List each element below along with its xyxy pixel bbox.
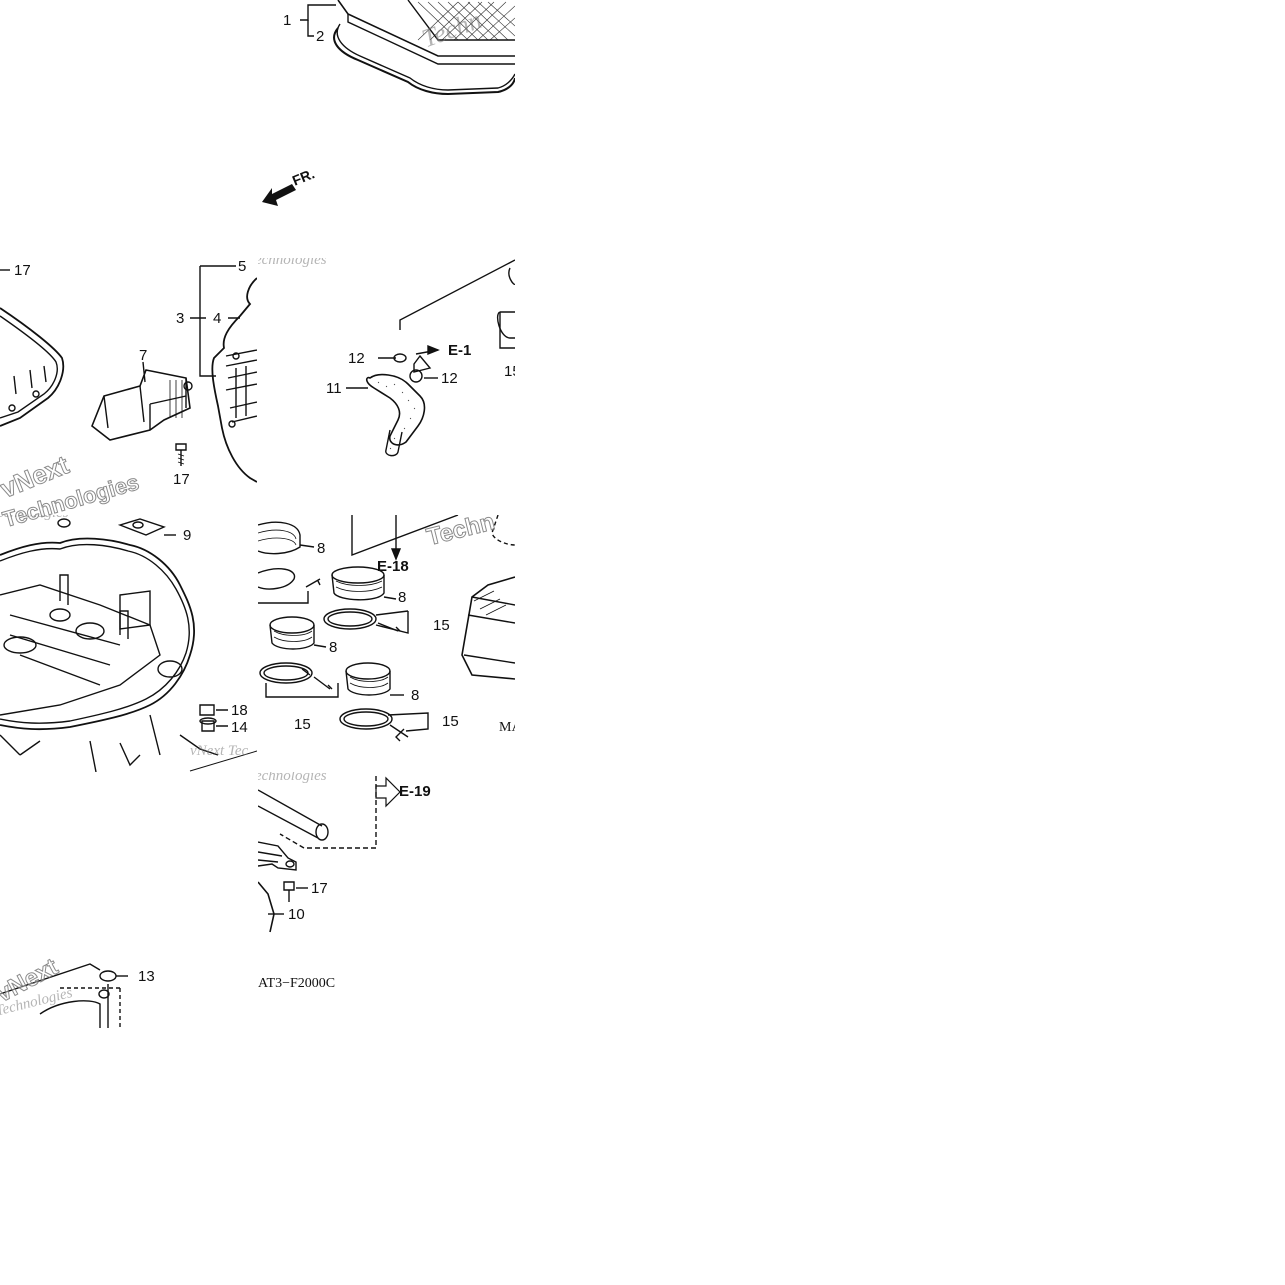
- part-number-15: 15: [433, 617, 450, 634]
- tile-lower-housing: 9 18 14 Technologies vNext Tec: [0, 515, 257, 772]
- part-number-15: 15: [294, 716, 311, 733]
- air-filter-drawing: [300, 0, 515, 96]
- part-number-14: 14: [231, 719, 248, 736]
- tile-breather-hose: 12 12 11 15 E-1 Technologies: [258, 258, 515, 515]
- part-13-drawing: [0, 963, 128, 1028]
- tile-part-13: vNext Technologies: [0, 944, 130, 1028]
- tile-housing-bottom: E-19 17 10 AT3−F2000C Technologies: [258, 772, 515, 1002]
- part-number-15: 15: [442, 713, 459, 730]
- part-number-8: 8: [398, 589, 407, 606]
- part-number-3: 3: [176, 310, 185, 327]
- part-number-8: 8: [329, 639, 338, 656]
- part-number-17: 17: [173, 471, 190, 488]
- part-number-7: 7: [139, 347, 148, 364]
- reference-e1: E-1: [448, 342, 472, 359]
- part-number-10: 10: [288, 906, 305, 923]
- reference-e18: E-18: [377, 558, 409, 575]
- tile-air-cleaner-housing: 17 5 3 4 7 17 vNext: [0, 258, 257, 515]
- part-number-1: 1: [283, 12, 292, 29]
- part-number-2: 2: [316, 28, 325, 45]
- housing-bottom-drawing: [258, 776, 401, 933]
- part-number-5: 5: [238, 258, 247, 275]
- part-number-9: 9: [183, 527, 192, 544]
- part-number-8: 8: [411, 687, 420, 704]
- housing-drawing: [0, 265, 257, 483]
- part-number-12: 12: [441, 370, 458, 387]
- watermark-text: Technologies: [0, 515, 69, 522]
- part-number-8: 8: [317, 540, 326, 557]
- funnels-drawing: [258, 515, 515, 742]
- front-arrow-icon: [262, 184, 296, 206]
- part-number-17: 17: [311, 880, 328, 897]
- partial-label: MA: [499, 720, 515, 735]
- part-number-11: 11: [326, 380, 342, 397]
- part-number-4: 4: [213, 310, 222, 327]
- breather-hose-drawing: [346, 259, 515, 457]
- part-number-12: 12: [348, 350, 365, 367]
- reference-e19: E-19: [399, 783, 431, 800]
- part-number-13: 13: [138, 968, 155, 985]
- watermark-text: Technologies: [258, 258, 327, 268]
- part-number-15: 15: [504, 363, 515, 380]
- diagram-code: AT3−F2000C: [258, 976, 336, 991]
- part-number-17: 17: [14, 262, 31, 279]
- lower-housing-drawing: [0, 518, 257, 772]
- tile-air-filter: 1 2 Techn FR.: [258, 0, 515, 230]
- watermark-text: vNext Tec: [190, 743, 249, 759]
- part-number-18: 18: [231, 702, 248, 719]
- watermark-text: Technologies: [258, 772, 327, 784]
- tile-funnels: 6 8 E-18 8 15 8 8 15 15 MA Techn: [258, 515, 515, 772]
